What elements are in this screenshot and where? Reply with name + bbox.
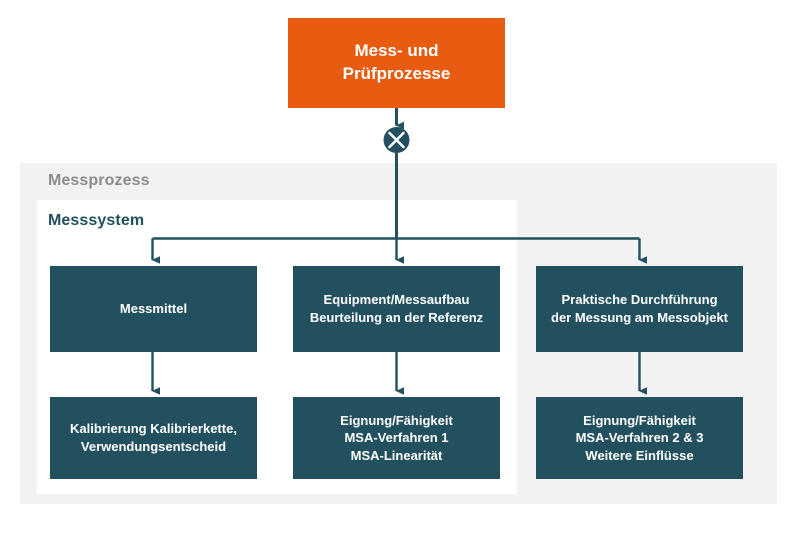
node-line: MSA-Linearität <box>350 447 443 463</box>
node-line: Eignung/Fähigkeit <box>583 412 696 428</box>
node-line: der Messung am Messobjekt <box>551 310 728 325</box>
node-line: Equipment/Messaufbau <box>323 292 470 308</box>
node-line: Praktische Durchführung <box>561 292 718 308</box>
group-label-messsystem: Messsystem <box>48 212 145 229</box>
node-line: Mess- und <box>354 41 439 61</box>
node-line: Prüfprozesse <box>342 64 451 83</box>
node-equipment-messaufbau[interactable]: Equipment/Messaufbau Beurteilung an der … <box>293 266 500 352</box>
node-line: MSA-Verfahren 1 <box>344 430 449 446</box>
group-label-messprozess: Messprozess <box>48 172 150 189</box>
node-msa-verfahren-1[interactable]: Eignung/Fähigkeit MSA-Verfahren 1 MSA-Li… <box>293 397 500 479</box>
node-kalibrierung-kalibrierkette[interactable]: Kalibrierung Kalibrierkette, Verwendungs… <box>50 397 257 479</box>
node-line: Eignung/Fähigkeit <box>340 412 453 428</box>
node-line: Kalibrierung Kalibrierkette, <box>70 421 237 437</box>
node-line: Weitere Einflüsse <box>585 447 694 463</box>
node-messmittel[interactable]: Messmittel <box>50 266 257 352</box>
node-line: Verwendungsentscheid <box>80 439 227 454</box>
node-line: MSA-Verfahren 2 & 3 <box>575 430 704 446</box>
node-mess-und-pruefprozesse[interactable]: Mess- und Prüfprozesse <box>288 18 505 108</box>
node-line: Messmittel <box>119 301 188 317</box>
node-praktische-durchfuehrung[interactable]: Praktische Durchführung der Messung am M… <box>536 266 743 352</box>
node-line: Beurteilung an der Referenz <box>309 310 484 325</box>
node-msa-verfahren-2-3[interactable]: Eignung/Fähigkeit MSA-Verfahren 2 & 3 We… <box>536 397 743 479</box>
